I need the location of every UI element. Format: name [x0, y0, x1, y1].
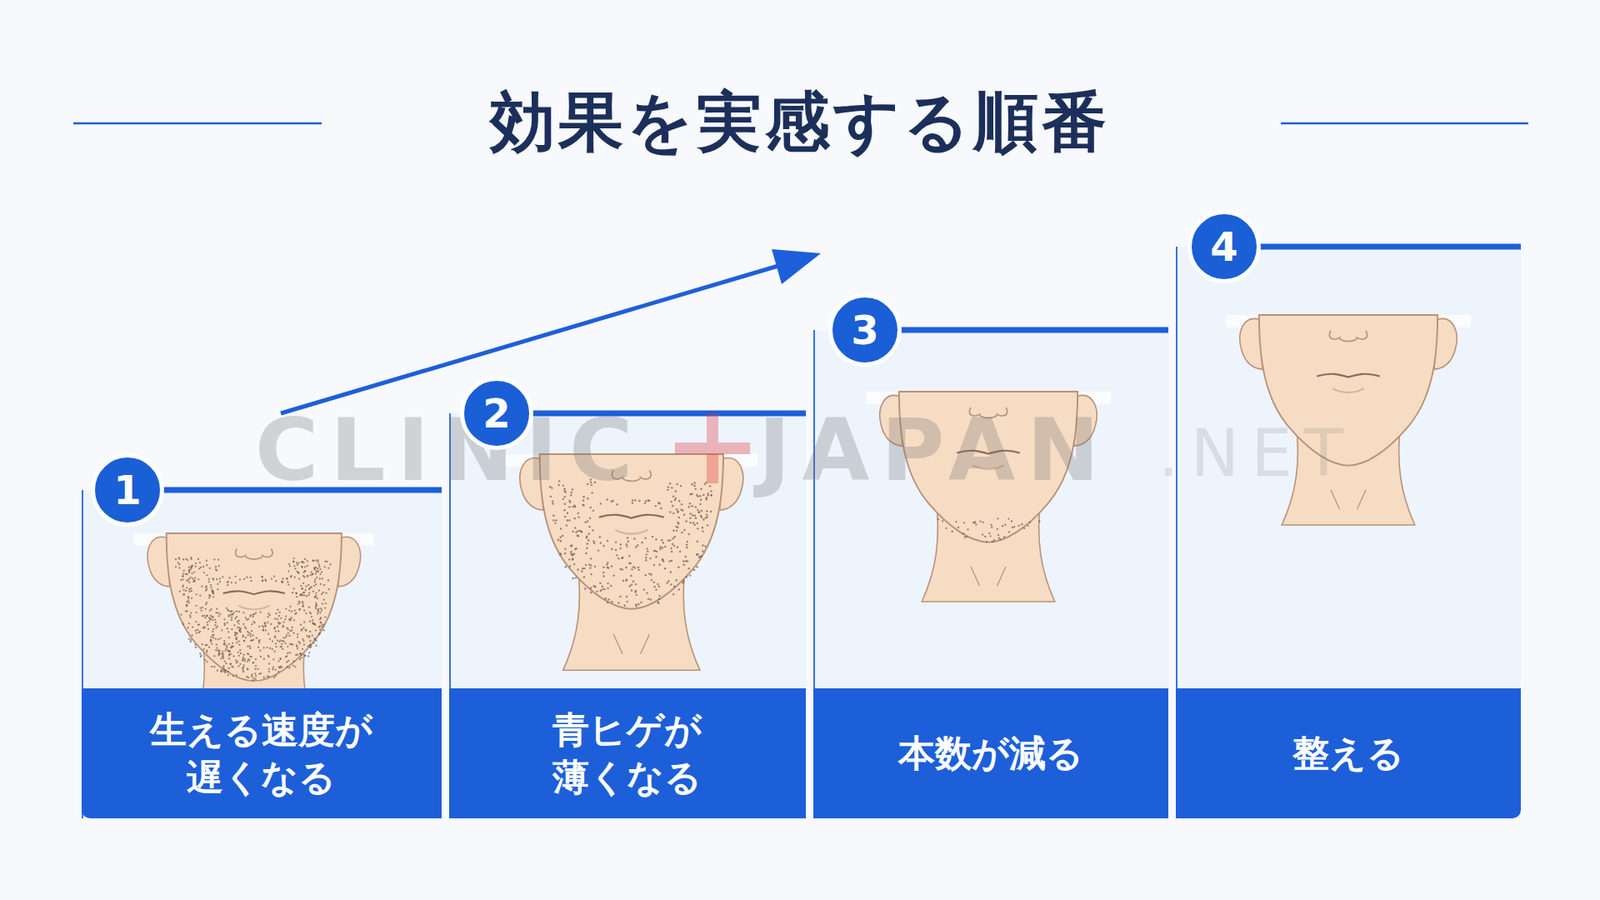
- step-label: 本数が減る: [898, 729, 1084, 777]
- step-label: 生える速度が 遅くなる: [140, 705, 383, 801]
- progress-arrow: [280, 265, 779, 414]
- step-card: [813, 330, 1169, 819]
- card-top-bar: [865, 327, 1169, 334]
- step-label-band: 生える速度が 遅くなる: [81, 688, 442, 819]
- watermark-cross: [675, 413, 750, 484]
- step-number: 2: [460, 376, 534, 450]
- step-card: [81, 490, 442, 819]
- step-label-band: 整える: [1175, 688, 1521, 819]
- watermark: .NET: [1158, 420, 1355, 486]
- step-label: 整える: [1292, 729, 1405, 777]
- watermark: CLINIC: [255, 406, 645, 494]
- callout-number: 2: [482, 390, 510, 437]
- step-card: [1175, 246, 1521, 819]
- diagram-title: 効果を実感する順番: [0, 83, 1600, 162]
- step-label-band: 青ヒゲが 薄くなる: [449, 688, 806, 819]
- title-rule: [1280, 122, 1529, 125]
- title-rule: [73, 122, 322, 125]
- step-number: 4: [1187, 210, 1261, 284]
- arrow-head: [771, 249, 821, 285]
- card-ground: [1175, 246, 1521, 819]
- watermark: JAPAN: [758, 406, 1111, 494]
- step-number: 3: [828, 293, 902, 367]
- step-label-band: 本数が減る: [813, 688, 1169, 819]
- step-label: 青ヒゲが 薄くなる: [506, 705, 749, 801]
- card-ground: [81, 490, 442, 819]
- face-illustration: [1225, 315, 1471, 525]
- callout-number: 3: [850, 306, 879, 354]
- step-number: 1: [90, 453, 165, 527]
- callout-number: 4: [1210, 223, 1238, 270]
- card-top-bar: [1224, 244, 1521, 250]
- card-ground: [813, 330, 1169, 819]
- callout-number: 1: [113, 466, 141, 514]
